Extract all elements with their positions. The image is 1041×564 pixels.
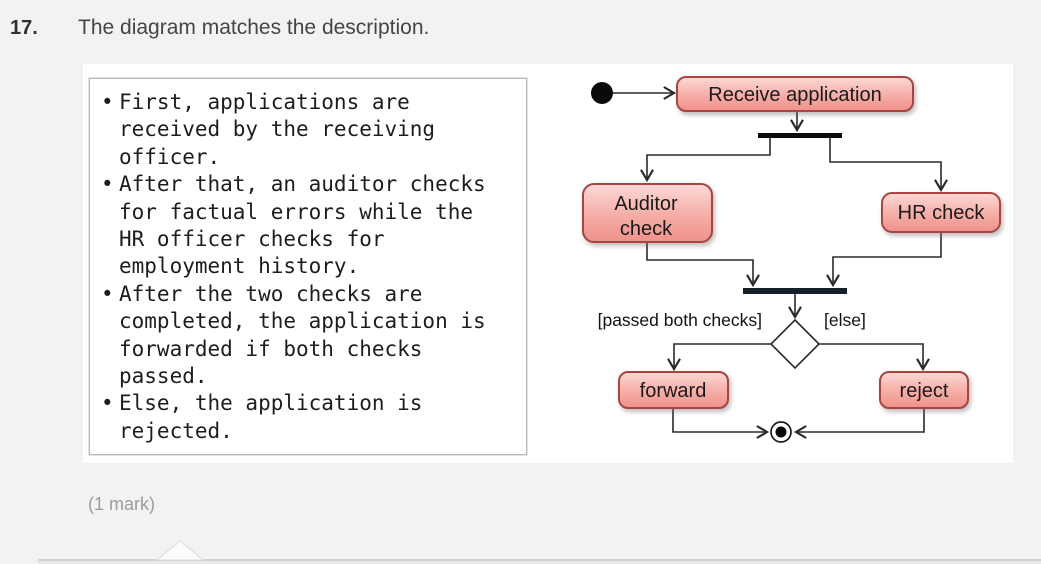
bullet-marker: • [101, 90, 114, 114]
next-section-strip [38, 561, 1041, 564]
node-reject [879, 371, 969, 409]
bullet-line: After the two checks are [119, 281, 423, 306]
flow-reject-to-final [793, 408, 925, 439]
bullet-marker: • [101, 281, 114, 306]
bullet-line: received by the receiving [119, 117, 436, 142]
bullet-text: Else, the application is rejected. [119, 390, 520, 445]
node-forward-label: forward [640, 380, 707, 402]
flow-fork-to-hr [829, 138, 948, 193]
node-hr-check [881, 192, 1001, 233]
description-bullet-item: • After the two checks are completed, th… [101, 281, 520, 391]
flow-hr-to-join [826, 232, 942, 288]
bullet-line: After that, an auditor checks [119, 172, 486, 197]
question-number: 17. [10, 17, 38, 39]
node-auditor-check-label-line1: Auditor [614, 193, 678, 215]
final-node-inner-icon [775, 426, 787, 438]
bullet-text: First, applications are received by the … [119, 89, 520, 171]
bullet-line: employment history. [119, 254, 360, 279]
node-forward [618, 371, 729, 409]
bullet-text: After the two checks are completed, the … [119, 281, 520, 391]
bullet-line: completed, the application is [119, 309, 486, 334]
flow-auditor-to-join [646, 242, 760, 288]
node-auditor-check [582, 183, 713, 243]
flow-decision-to-forward [667, 343, 771, 372]
section-divider [38, 559, 1041, 561]
bullet-line: for factual errors while the [119, 199, 474, 224]
flow-decision-to-reject [819, 343, 930, 372]
bullet-marker: • [101, 391, 114, 416]
node-auditor-check-label-line2: check [620, 218, 673, 240]
decision-diamond-icon [769, 318, 821, 370]
guard-else-label: [else] [824, 310, 866, 330]
description-bullet-item: • After that, an auditor checks for fact… [101, 171, 520, 281]
bullet-line: HR officer checks for [119, 227, 385, 252]
question-content-panel: • First, applications are received by th… [83, 64, 1013, 463]
description-text-box: • First, applications are received by th… [88, 77, 528, 456]
flow-fork-to-auditor [640, 138, 771, 183]
description-bullet-item: • Else, the application is rejected. [101, 390, 520, 445]
node-receive-application [676, 76, 914, 112]
initial-node-icon [591, 82, 613, 104]
question-title: The diagram matches the description. [78, 16, 430, 39]
join-bar-icon [743, 288, 847, 294]
guard-passed-label: [passed both checks] [598, 310, 762, 330]
node-hr-check-label: HR check [898, 202, 986, 224]
bullet-text: After that, an auditor checks for factua… [119, 171, 520, 281]
node-reject-label: reject [900, 380, 949, 402]
marks-label: (1 mark) [88, 494, 155, 514]
node-receive-application-label: Receive application [708, 84, 881, 106]
bullet-line: passed. [119, 364, 208, 389]
bullet-line: First, applications are [119, 90, 410, 114]
callout-notch-icon [156, 540, 204, 561]
bullet-line: rejected. [119, 418, 233, 443]
flow-forward-to-final [672, 408, 770, 439]
activity-diagram: Receive application Auditor check HR che… [582, 76, 1001, 443]
bullet-marker: • [101, 172, 114, 197]
bullet-line: forwarded if both checks [119, 336, 423, 361]
fork-bar-icon [758, 133, 842, 138]
bullet-line: officer. [119, 144, 221, 169]
description-bullet-item: • First, applications are received by th… [101, 89, 520, 171]
bullet-line: Else, the application is [119, 391, 423, 416]
